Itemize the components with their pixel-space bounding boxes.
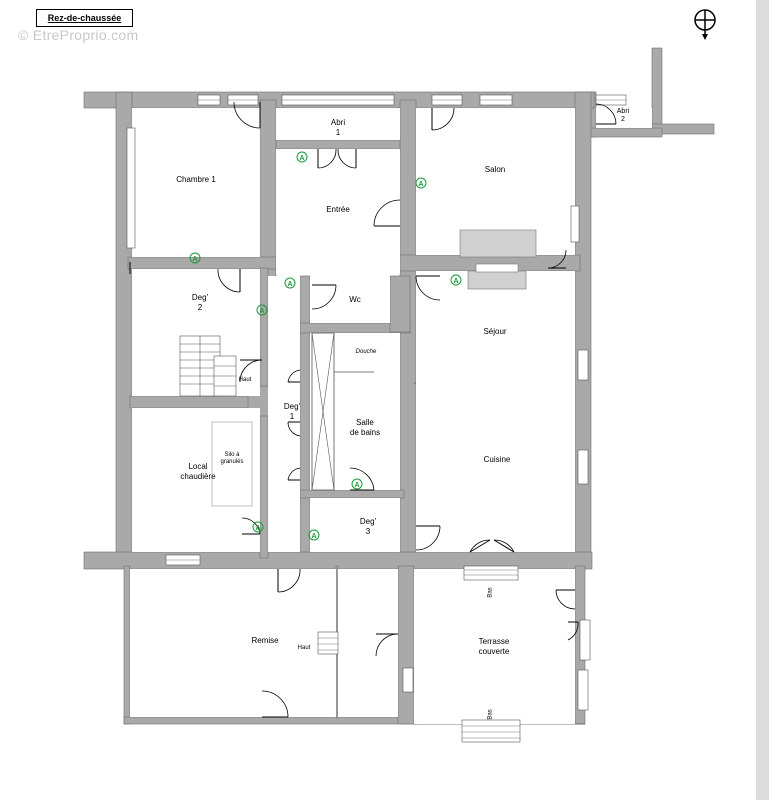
staircase bbox=[179, 335, 237, 397]
svg-text:A: A bbox=[193, 256, 198, 263]
floor-entree bbox=[276, 149, 400, 274]
marker-a: A bbox=[256, 304, 268, 316]
windows-north bbox=[126, 94, 627, 743]
remise-south-wall bbox=[123, 716, 419, 725]
label-douche: Douche bbox=[355, 349, 377, 355]
north-arrow-icon bbox=[694, 9, 716, 40]
svg-text:A: A bbox=[260, 308, 265, 315]
label-haut-stairs: Haut bbox=[238, 377, 252, 383]
plan-title: Rez-de-chaussée bbox=[36, 9, 133, 27]
marker-a: A bbox=[284, 277, 296, 289]
label-bas-bottom: Bas bbox=[487, 709, 494, 720]
svg-text:A: A bbox=[312, 533, 317, 540]
marker-a: A bbox=[351, 478, 363, 490]
page-edge bbox=[756, 0, 769, 800]
wall-wc-right bbox=[389, 275, 411, 333]
fireplace bbox=[459, 229, 537, 258]
floor-terrasse bbox=[414, 569, 575, 724]
label-chambre1: Chambre 1 bbox=[176, 175, 216, 184]
svg-text:A: A bbox=[454, 278, 459, 285]
marker-a: A bbox=[296, 151, 308, 163]
east-wall bbox=[574, 91, 592, 559]
floor-abri2 bbox=[596, 108, 652, 128]
floor-deg1 bbox=[268, 276, 300, 552]
wall-abri1 bbox=[275, 139, 401, 150]
marker-a: A bbox=[252, 521, 264, 533]
floor-chambre1 bbox=[132, 108, 260, 257]
label-entree: Entrée bbox=[326, 205, 350, 214]
svg-text:A: A bbox=[419, 181, 424, 188]
label-deg3: Deg'3 bbox=[359, 517, 377, 536]
floor-sejour bbox=[416, 271, 575, 552]
fireplace-back bbox=[467, 270, 527, 290]
wall-chambre-entree bbox=[259, 99, 277, 279]
floor-abri1 bbox=[276, 108, 400, 140]
label-bas-top: Bas bbox=[487, 587, 494, 598]
label-haut-remise: Haut bbox=[297, 645, 311, 651]
fireplace-hearth bbox=[475, 263, 519, 273]
svg-text:A: A bbox=[300, 155, 305, 162]
remise-stairs bbox=[317, 631, 339, 655]
floor-deg3 bbox=[310, 498, 400, 552]
svg-text:A: A bbox=[256, 525, 261, 532]
marker-a: A bbox=[308, 529, 320, 541]
abri2-bottom-wall bbox=[585, 127, 663, 138]
floor-remise2 bbox=[338, 569, 398, 717]
marker-a: A bbox=[415, 177, 427, 189]
label-deg2: Deg'2 bbox=[191, 293, 209, 312]
floor-remise bbox=[130, 569, 336, 717]
label-cuisine: Cuisine bbox=[483, 455, 511, 464]
doors bbox=[129, 101, 617, 718]
label-deg1: Deg'1 bbox=[283, 402, 301, 421]
marker-a: A bbox=[450, 274, 462, 286]
abri2-outer-wall bbox=[651, 47, 663, 127]
silo bbox=[211, 421, 253, 507]
watermark: © EtreProprio.com bbox=[18, 27, 139, 43]
label-remise: Remise bbox=[251, 636, 279, 645]
remise-east-wall bbox=[397, 565, 415, 725]
wall-bath-bottom bbox=[299, 489, 405, 499]
remise-west-wall bbox=[123, 565, 131, 725]
marker-a: A bbox=[189, 252, 201, 264]
label-sejour: Séjour bbox=[483, 327, 507, 336]
wall-chambre-bottom bbox=[127, 256, 277, 270]
svg-text:A: A bbox=[355, 482, 360, 489]
label-wc: Wc bbox=[349, 295, 361, 304]
svg-text:A: A bbox=[288, 281, 293, 288]
label-salon: Salon bbox=[484, 165, 506, 174]
floor-wc bbox=[310, 276, 390, 323]
